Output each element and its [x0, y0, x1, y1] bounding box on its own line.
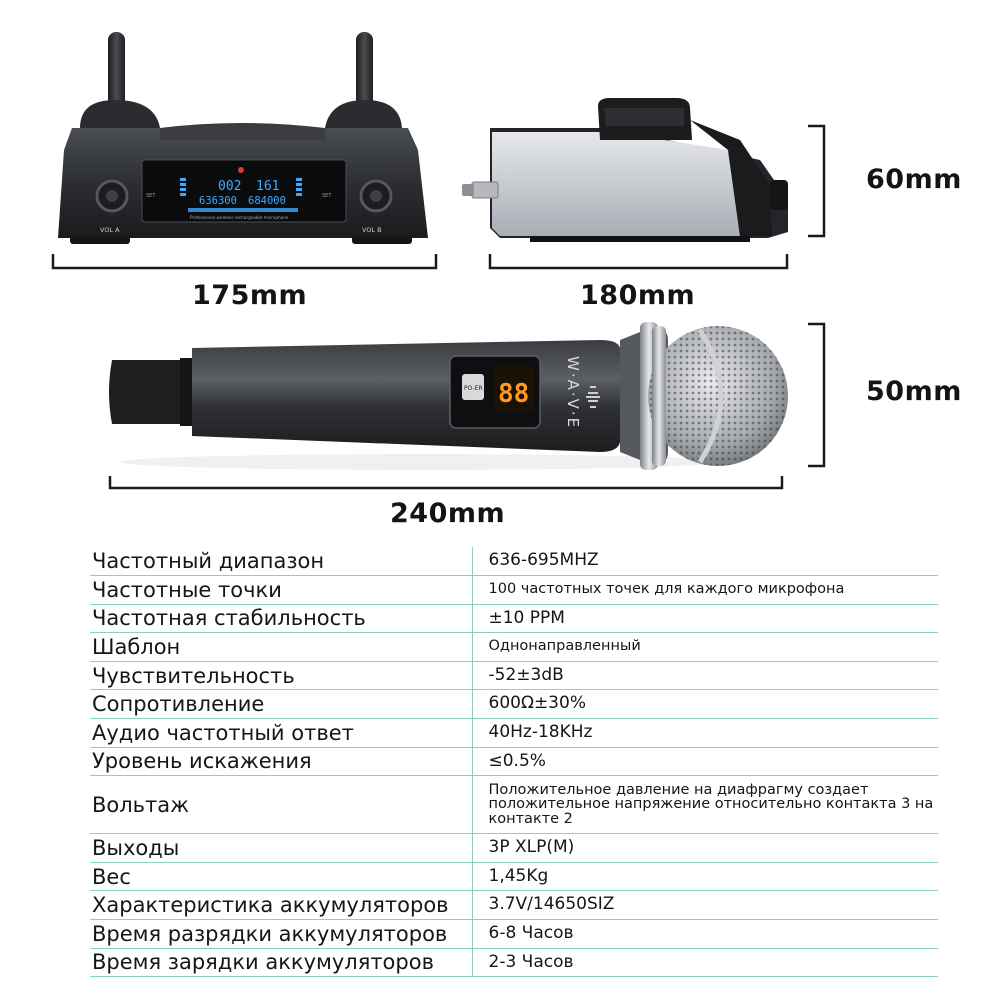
spec-row: Частотная стабильность±10 PPM: [90, 604, 938, 634]
spec-key: Сопротивление: [90, 689, 472, 720]
display-freq-left: 636300: [199, 195, 237, 207]
product-illustration: 002 161 636300 684000 Professional wirel…: [51, 32, 826, 490]
spec-key: Вес: [90, 862, 472, 892]
spec-value: Положительное давление на диафрагму созд…: [471, 775, 938, 835]
spec-value: 100 частотных точек для каждого микрофон…: [471, 575, 938, 605]
spec-value: Однонаправленный: [471, 632, 938, 662]
spec-value: 3.7V/14650SIZ: [471, 890, 938, 921]
set-label-left: SET: [146, 193, 156, 199]
spec-key: Частотная стабильность: [90, 604, 472, 634]
spec-key: Шаблон: [90, 632, 472, 662]
spec-value: -52±3dB: [471, 661, 938, 691]
brand-wave-icon: [586, 386, 600, 408]
display-channel-right: 161: [256, 179, 279, 194]
spec-value: 600Ω±30%: [471, 689, 938, 720]
set-label-right: SET: [322, 193, 332, 199]
power-led: [238, 167, 244, 173]
spec-key: Характеристика аккумуляторов: [90, 890, 472, 921]
spec-key: Выходы: [90, 833, 472, 863]
dim-label-mic-length: 240mm: [390, 498, 506, 529]
spec-row: Чувствительность-52±3dB: [90, 661, 938, 691]
dim-line-175: [51, 254, 438, 270]
spec-key: Частотные точки: [90, 575, 472, 605]
product-visual: 002 161 636300 684000 Professional wirel…: [51, 32, 962, 529]
spec-key: Аудио частотный ответ: [90, 718, 472, 748]
dim-line-60: [808, 124, 826, 238]
spec-value: 40Hz-18KHz: [471, 718, 938, 748]
spec-value: 3P XLP(M): [471, 833, 938, 863]
spec-value: 2-3 Часов: [471, 948, 938, 978]
mic-display: 88: [498, 379, 529, 409]
dim-line-180: [488, 254, 789, 270]
spec-value: 636-695MHZ: [471, 547, 938, 577]
spec-key: Уровень искажения: [90, 747, 472, 777]
spec-value: ±10 PPM: [471, 604, 938, 634]
spec-key: Время разрядки аккумуляторов: [90, 919, 472, 949]
dim-label-receiver-depth: 180mm: [580, 280, 696, 311]
vol-b-label: VOL B: [362, 226, 382, 234]
spec-value: ≤0.5%: [471, 747, 938, 777]
spec-key: Вольтаж: [90, 775, 472, 835]
microphone-view: PO-ER 88 W·A·V·E: [108, 322, 826, 490]
receiver-side-view: [462, 98, 826, 270]
display-strip-text: Professional wireless rechargeable micro…: [190, 215, 289, 220]
antenna-left: [108, 32, 125, 112]
brand-logo: W·A·V·E: [564, 356, 582, 429]
receiver-display: [141, 159, 347, 223]
spec-key: Чувствительность: [90, 661, 472, 691]
spec-value: 6-8 Часов: [471, 919, 938, 949]
power-button: [462, 374, 484, 400]
dim-line-50: [808, 322, 826, 468]
dim-line-240: [108, 476, 784, 490]
dim-label-mic-diameter: 50mm: [866, 376, 962, 407]
dim-label-receiver-height: 60mm: [866, 164, 962, 195]
vol-a-label: VOL A: [100, 226, 120, 234]
power-label: PO-ER: [464, 385, 483, 392]
display-freq-right: 684000: [248, 195, 286, 207]
receiver-front-view: 002 161 636300 684000 Professional wirel…: [51, 32, 438, 270]
spec-key: Частотный диапазон: [90, 547, 472, 577]
spec-value: 1,45Kg: [471, 862, 938, 892]
antenna-right: [356, 32, 373, 112]
display-channel-left: 002: [218, 179, 241, 194]
dim-label-receiver-width: 175mm: [192, 280, 308, 311]
spec-key: Время зарядки аккумуляторов: [90, 948, 472, 978]
spec-row: Уровень искажения≤0.5%: [90, 747, 938, 777]
